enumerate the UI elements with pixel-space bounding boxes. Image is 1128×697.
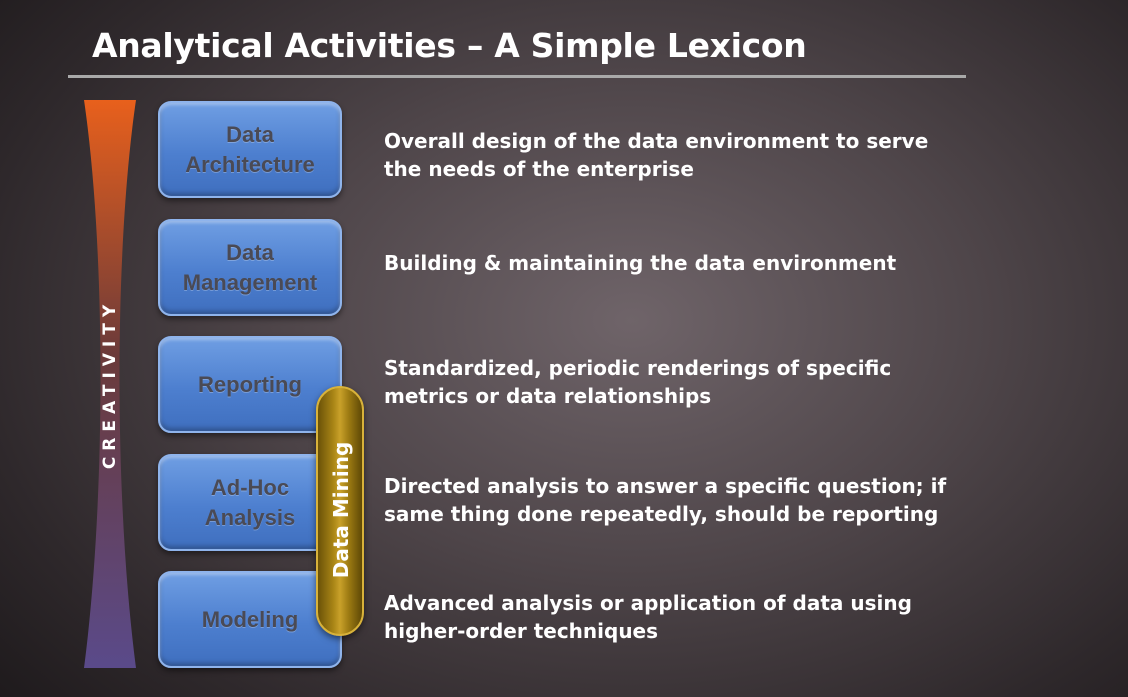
description-data-architecture: Overall design of the data environment t… [384, 129, 929, 181]
box-label: Ad-Hoc Analysis [204, 474, 296, 530]
box-data-architecture: Data Architecture [158, 101, 342, 198]
description-data-management: Building & maintaining the data environm… [384, 251, 897, 275]
box-label: Reporting [198, 371, 302, 397]
box-data-management: Data Management [158, 219, 342, 316]
box-ad-hoc-analysis: Ad-Hoc Analysis [158, 454, 342, 551]
description-modeling: Advanced analysis or application of data… [384, 591, 912, 643]
data-mining-label: Data Mining [329, 441, 353, 579]
box-reporting: Reporting [158, 336, 342, 433]
title-divider [68, 75, 966, 78]
box-label: Data Architecture [185, 121, 315, 177]
box-modeling: Modeling [158, 571, 342, 668]
box-label: Data Management [182, 239, 318, 295]
creativity-hourglass-bar [84, 100, 136, 668]
slide-title: Analytical Activities – A Simple Lexicon [92, 26, 807, 65]
data-mining-overlay [316, 386, 364, 636]
description-reporting: Standardized, periodic renderings of spe… [384, 356, 892, 408]
box-label: Modeling [201, 606, 299, 632]
description-ad-hoc-analysis: Directed analysis to answer a specific q… [384, 474, 947, 526]
creativity-label: CREATIVITY [100, 298, 120, 470]
